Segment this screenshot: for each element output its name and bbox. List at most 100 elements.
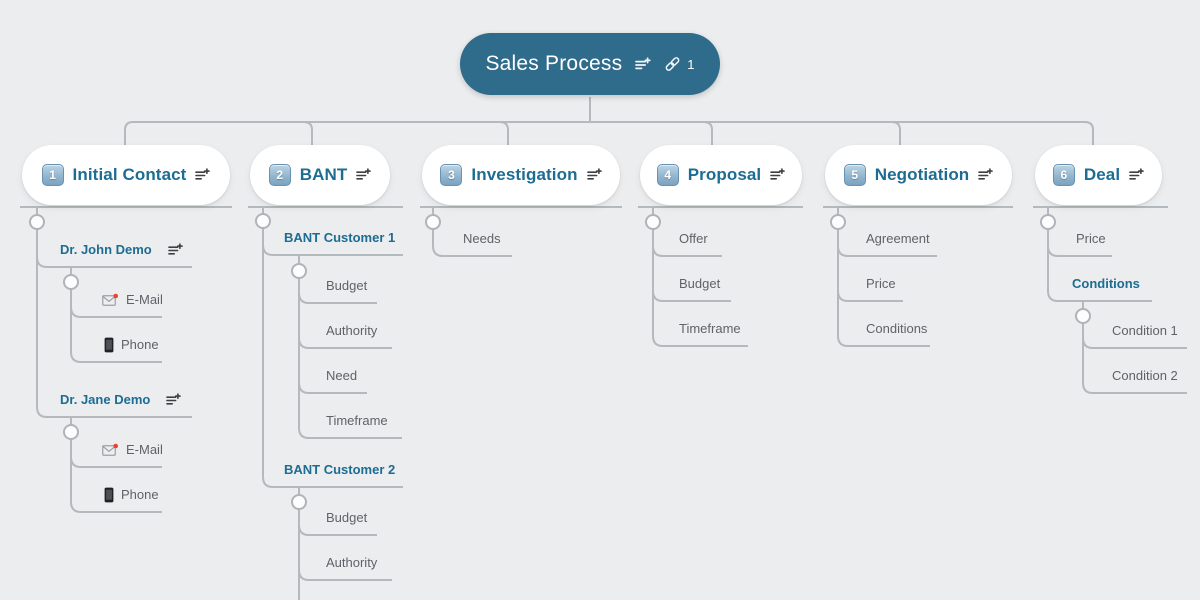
priority-badge: 6 xyxy=(1052,164,1075,186)
node-budget[interactable]: Budget xyxy=(326,509,367,527)
node-label: Dr. Jane Demo xyxy=(60,392,151,407)
notes-add-icon[interactable] xyxy=(1129,168,1144,182)
branch-node-bant[interactable]: 2 BANT xyxy=(250,145,390,205)
connector xyxy=(432,207,512,257)
node-label: Authority xyxy=(326,555,378,570)
collapse-toggle-john-demo[interactable] xyxy=(63,274,79,290)
node-dr-john-demo[interactable]: Dr. John Demo xyxy=(60,241,183,259)
node-conditions[interactable]: Conditions xyxy=(1072,275,1140,293)
notes-add-icon[interactable] xyxy=(978,168,994,182)
branch-label: BANT xyxy=(299,165,348,184)
node-label: Price xyxy=(1076,231,1106,246)
notes-add-icon[interactable] xyxy=(167,243,183,257)
notes-add-icon[interactable] xyxy=(195,168,211,182)
node-email[interactable]: E-Mail xyxy=(102,441,163,459)
node-phone[interactable]: Phone xyxy=(104,486,159,504)
node-label: Phone xyxy=(121,487,159,502)
node-phone[interactable]: Phone xyxy=(104,336,159,354)
branch-node-negotiation[interactable]: 5 Negotiation xyxy=(825,145,1012,205)
node-budget[interactable]: Budget xyxy=(326,277,367,295)
connector xyxy=(298,524,377,536)
collapse-toggle-conditions[interactable] xyxy=(1075,308,1091,324)
node-condition-2[interactable]: Condition 2 xyxy=(1112,367,1178,385)
branch-label: Negotiation xyxy=(874,165,970,184)
node-price[interactable]: Price xyxy=(1076,230,1106,248)
node-price[interactable]: Price xyxy=(866,275,896,293)
node-label: Timeframe xyxy=(679,321,741,336)
connector xyxy=(298,569,392,581)
notes-add-icon[interactable] xyxy=(770,168,786,182)
node-label: Agreement xyxy=(866,231,930,246)
node-need[interactable]: Need xyxy=(326,367,357,385)
node-label: Conditions xyxy=(866,321,928,336)
connector xyxy=(652,245,722,257)
branch-node-investigation[interactable]: 3 Investigation xyxy=(422,145,620,205)
priority-badge: 1 xyxy=(41,164,64,186)
node-authority[interactable]: Authority xyxy=(326,554,377,572)
node-label: Budget xyxy=(679,276,721,291)
node-label: BANT Customer 2 xyxy=(284,462,396,477)
notes-add-icon[interactable] xyxy=(635,56,651,72)
node-authority[interactable]: Authority xyxy=(326,322,377,340)
node-needs[interactable]: Needs xyxy=(463,230,501,248)
node-bant-customer-1[interactable]: BANT Customer 1 xyxy=(284,229,395,247)
root-node-sales-process[interactable]: Sales Process 1 xyxy=(460,33,720,95)
branch-node-deal[interactable]: 6 Deal xyxy=(1035,145,1162,205)
node-email[interactable]: E-Mail xyxy=(102,291,163,309)
root-label: Sales Process xyxy=(485,52,623,75)
node-bant-customer-2[interactable]: BANT Customer 2 xyxy=(284,461,395,479)
node-label: Timeframe xyxy=(326,413,388,428)
connector xyxy=(70,306,162,318)
node-label: Needs xyxy=(463,231,501,246)
branch-node-proposal[interactable]: 4 Proposal xyxy=(640,145,802,205)
connector xyxy=(1082,337,1187,349)
node-label: Dr. John Demo xyxy=(60,242,152,257)
node-label: E-Mail xyxy=(126,292,163,307)
collapse-toggle-bant-customer-2[interactable] xyxy=(291,494,307,510)
collapse-toggle-proposal[interactable] xyxy=(645,214,661,230)
collapse-toggle-bant[interactable] xyxy=(255,213,271,229)
collapse-toggle-negotiation[interactable] xyxy=(830,214,846,230)
connector xyxy=(837,245,937,257)
notes-add-icon[interactable] xyxy=(356,168,372,182)
collapse-toggle-investigation[interactable] xyxy=(425,214,441,230)
priority-badge: 3 xyxy=(440,164,463,186)
connector xyxy=(298,382,367,394)
collapse-toggle-jane-demo[interactable] xyxy=(63,424,79,440)
connector-drop-investigation xyxy=(499,121,509,150)
collapse-toggle-initial-contact[interactable] xyxy=(29,214,45,230)
node-label: Budget xyxy=(326,278,368,293)
node-dr-jane-demo[interactable]: Dr. Jane Demo xyxy=(60,391,182,409)
node-offer[interactable]: Offer xyxy=(679,230,708,248)
branch-node-initial-contact[interactable]: 1 Initial Contact xyxy=(22,145,230,205)
link-icon[interactable] xyxy=(664,56,681,72)
node-condition-1[interactable]: Condition 1 xyxy=(1112,322,1178,340)
branch-label: Investigation xyxy=(471,165,578,184)
node-timeframe[interactable]: Timeframe xyxy=(679,320,741,338)
connector-bus xyxy=(124,121,1094,150)
node-conditions[interactable]: Conditions xyxy=(866,320,927,338)
branch-label: Deal xyxy=(1083,165,1121,184)
connector xyxy=(298,255,402,439)
connector xyxy=(652,207,748,347)
node-timeframe[interactable]: Timeframe xyxy=(326,412,388,430)
connector xyxy=(70,417,162,513)
phone-icon xyxy=(104,337,114,353)
collapse-toggle-bant-customer-1[interactable] xyxy=(291,263,307,279)
node-label: Condition 2 xyxy=(1112,368,1178,383)
connector xyxy=(1082,301,1187,394)
notes-add-icon[interactable] xyxy=(166,393,182,407)
collapse-toggle-deal[interactable] xyxy=(1040,214,1056,230)
connector xyxy=(298,337,392,349)
connector xyxy=(36,256,192,268)
connector xyxy=(70,456,162,468)
branch-label: Proposal xyxy=(687,165,762,184)
node-budget[interactable]: Budget xyxy=(679,275,720,293)
connector xyxy=(652,290,731,302)
notes-add-icon[interactable] xyxy=(586,168,602,182)
connector xyxy=(262,207,403,488)
connector xyxy=(1047,245,1112,257)
node-agreement[interactable]: Agreement xyxy=(866,230,930,248)
